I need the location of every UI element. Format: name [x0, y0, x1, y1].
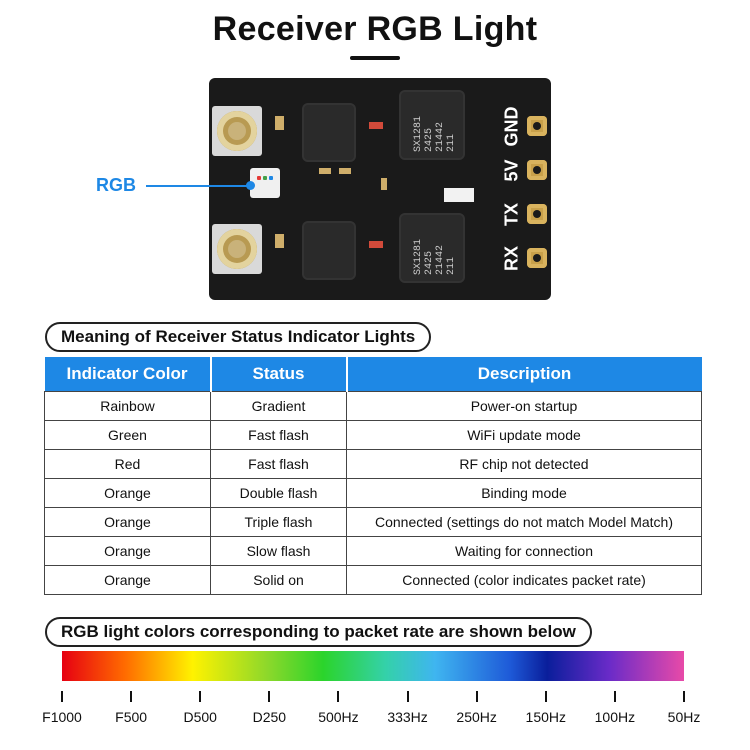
scale-heading: RGB light colors corresponding to packet… — [45, 617, 592, 647]
table-row: Red Fast flash RF chip not detected — [44, 449, 702, 479]
cell-status: Solid on — [210, 565, 347, 595]
led-green-die — [263, 176, 267, 180]
antenna-connector-bottom — [217, 229, 257, 269]
sx1281-chip-top: SX1281 2425 21442 211 — [401, 92, 463, 158]
pin-label-rx: RX — [501, 246, 522, 272]
table-heading: Meaning of Receiver Status Indicator Lig… — [45, 322, 432, 352]
table-row: Orange Double flash Binding mode — [44, 478, 702, 508]
scale-tick — [475, 691, 478, 702]
smd-component — [275, 116, 284, 130]
smd-component — [319, 168, 331, 174]
column-header: Indicator Color — [44, 357, 212, 392]
smd-component — [381, 178, 387, 190]
smd-component — [339, 168, 351, 174]
scale-tick — [268, 691, 271, 702]
table-header-row: Indicator Color Status Description — [44, 357, 702, 392]
receiver-board: SX1281 2425 21442 211 SX1281 2425 21442 … — [209, 78, 551, 300]
cell-description: Connected (color indicates packet rate) — [346, 565, 702, 595]
scale-tick — [406, 691, 409, 702]
pad-tx — [527, 204, 547, 224]
title-underline — [350, 56, 400, 60]
cell-indicator-color: Orange — [44, 478, 211, 508]
column-header: Status — [210, 357, 348, 392]
table-row: Orange Solid on Connected (color indicat… — [44, 565, 702, 595]
scale-tick-label: F1000 — [42, 709, 82, 725]
scale-tick — [130, 691, 133, 702]
cell-status: Fast flash — [210, 449, 347, 479]
chip-marking: SX1281 2425 21442 211 — [413, 238, 457, 275]
smd-component — [275, 234, 284, 248]
pad-rx — [527, 248, 547, 268]
pin-label-tx: TX — [501, 203, 522, 227]
led-red-die — [257, 176, 261, 180]
smd-component — [369, 122, 383, 129]
table-row: Rainbow Gradient Power-on startup — [44, 391, 702, 421]
pad-gnd — [527, 116, 547, 136]
scale-tick — [337, 691, 340, 702]
table-row: Green Fast flash WiFi update mode — [44, 420, 702, 450]
scale-tick-label: 100Hz — [594, 709, 636, 725]
cell-description: RF chip not detected — [346, 449, 702, 479]
sx1281-chip-bottom: SX1281 2425 21442 211 — [401, 215, 463, 281]
pin-label-5v: 5V — [501, 159, 522, 182]
cell-status: Fast flash — [210, 420, 347, 450]
chip-small-bottom — [304, 223, 354, 278]
scale-tick — [199, 691, 202, 702]
scale-tick-label: 500Hz — [318, 709, 359, 725]
chip-small-top — [304, 105, 354, 160]
page-title: Receiver RGB Light — [212, 10, 538, 48]
cell-description: Binding mode — [346, 478, 702, 508]
cell-status: Double flash — [210, 478, 347, 508]
packet-rate-color-gradient — [62, 651, 684, 681]
rgb-callout-label: RGB — [96, 175, 136, 195]
scale-tick-label: 333Hz — [387, 709, 428, 725]
cell-indicator-color: Green — [44, 420, 211, 450]
cell-indicator-color: Orange — [44, 507, 211, 537]
rgb-callout-line — [146, 185, 252, 187]
table-row: Orange Slow flash Waiting for connection — [44, 536, 702, 566]
cell-indicator-color: Red — [44, 449, 211, 479]
status-table: Indicator Color Status Description Rainb… — [44, 357, 702, 595]
cell-indicator-color: Orange — [44, 536, 211, 566]
scale-tick-label: 150Hz — [525, 709, 566, 725]
cell-description: WiFi update mode — [346, 420, 702, 450]
cell-status: Slow flash — [210, 536, 347, 566]
scale-tick — [613, 691, 616, 702]
cell-description: Waiting for connection — [346, 536, 702, 566]
scale-tick-label: D250 — [252, 709, 287, 725]
rgb-led — [250, 168, 280, 198]
antenna-connector-top — [217, 111, 257, 151]
scale-tick — [683, 691, 685, 702]
scale-tick — [544, 691, 547, 702]
cell-status: Gradient — [210, 391, 347, 421]
cell-indicator-color: Orange — [44, 565, 211, 595]
smd-component — [444, 188, 474, 202]
cell-indicator-color: Rainbow — [44, 391, 211, 421]
pin-label-gnd: GND — [501, 106, 522, 147]
chip-marking: SX1281 2425 21442 211 — [413, 115, 457, 152]
rgb-callout-dot — [246, 181, 255, 190]
scale-tick-label: F500 — [115, 709, 148, 725]
scale-tick-label: D500 — [183, 709, 217, 725]
led-blue-die — [269, 176, 273, 180]
scale-tick-label: 50Hz — [667, 709, 701, 725]
table-row: Orange Triple flash Connected (settings … — [44, 507, 702, 537]
column-header: Description — [346, 357, 702, 392]
smd-component — [369, 241, 383, 248]
cell-status: Triple flash — [210, 507, 347, 537]
cell-description: Power-on startup — [346, 391, 702, 421]
scale-tick — [61, 691, 63, 702]
pad-5v — [527, 160, 547, 180]
scale-tick-label: 250Hz — [456, 709, 497, 725]
cell-description: Connected (settings do not match Model M… — [346, 507, 702, 537]
